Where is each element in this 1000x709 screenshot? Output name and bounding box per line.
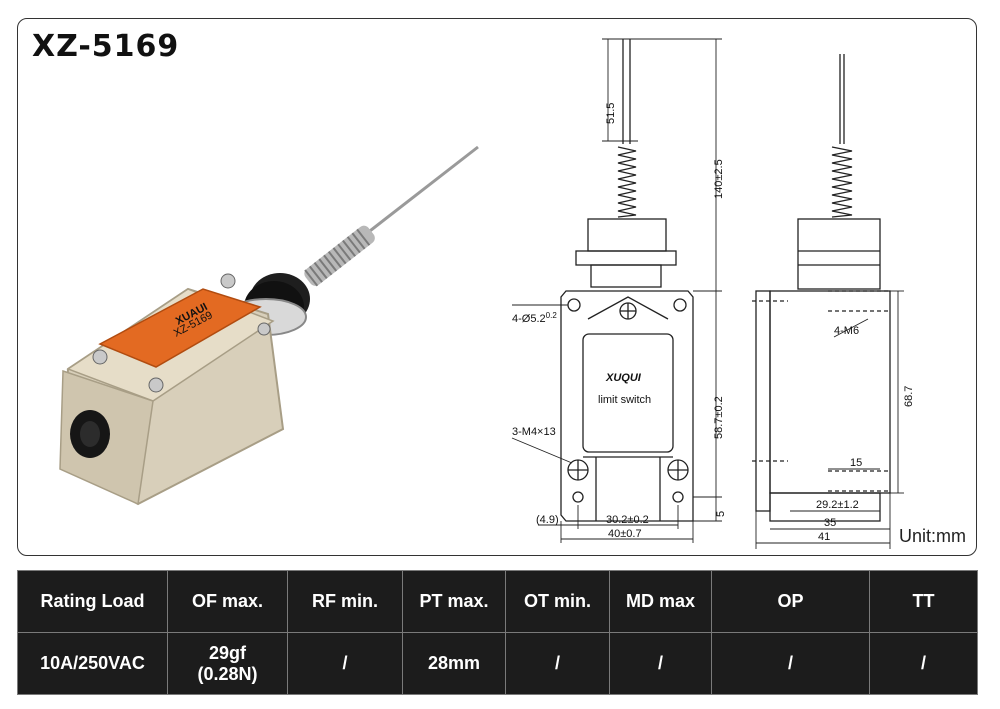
header-md-max: MD max: [609, 570, 712, 633]
technical-drawing: 51.5 140±2.5 58.7±0.2 5 4-Ø5.20.2 3-M4×1…: [511, 38, 915, 549]
dim-total-height: 140±2.5: [713, 159, 725, 199]
value-of-max: 29gf (0.28N): [167, 632, 288, 695]
dim-bottom: 5: [715, 511, 727, 517]
value-of-max-n: (0.28N): [197, 663, 258, 684]
value-tt: /: [869, 632, 978, 695]
value-of-max-gf: 29gf: [208, 642, 246, 663]
header-of-max: OF max.: [167, 570, 288, 633]
dim-rod-length: 51.5: [605, 103, 617, 124]
value-md-max: /: [609, 632, 712, 695]
dim-side-height: 68.7: [903, 386, 915, 407]
header-rating-load: Rating Load: [17, 570, 168, 633]
front-brand: XUQUI: [605, 372, 642, 384]
header-op: OP: [711, 570, 870, 633]
header-ot-min: OT min.: [505, 570, 610, 633]
header-pt-max: PT max.: [402, 570, 506, 633]
spec-value-row: 10A/250VAC 29gf (0.28N) / 28mm / / / /: [17, 632, 978, 695]
dim-35: 35: [824, 517, 836, 529]
unit-label: Unit:mm: [899, 526, 966, 546]
dim-screw: 3-M4×13: [512, 426, 556, 438]
front-caption: limit switch: [598, 394, 651, 406]
product-photo: XUAUI XZ-5169: [59, 145, 479, 506]
dim-thread: 4-M6: [834, 325, 859, 337]
value-pt-max: 28mm: [402, 632, 506, 695]
dim-41: 41: [818, 531, 830, 543]
model-title: XZ-5169: [32, 29, 180, 64]
header-tt: TT: [869, 570, 978, 633]
screw-icon: [92, 349, 108, 365]
header-rf-min: RF min.: [287, 570, 403, 633]
dim-outer-width: 40±0.7: [608, 528, 642, 540]
product-panel: XZ-5169 XUAUI: [17, 18, 977, 556]
value-ot-min: /: [505, 632, 610, 695]
screw-icon: [257, 322, 271, 336]
spec-table: Rating Load OF max. RF min. PT max. OT m…: [17, 570, 978, 695]
dim-inner-width: 30.2±0.2: [606, 514, 649, 526]
dim-offset: (4.9): [536, 514, 559, 526]
value-rf-min: /: [287, 632, 403, 695]
value-op: /: [711, 632, 870, 695]
screw-icon: [148, 377, 164, 393]
value-rating-load: 10A/250VAC: [17, 632, 168, 695]
dim-hole: 4-Ø5.20.2: [512, 311, 557, 325]
dim-body-height: 58.7±0.2: [713, 396, 725, 439]
dim-15: 15: [850, 457, 862, 469]
spring-icon: [304, 225, 375, 287]
spec-header-row: Rating Load OF max. RF min. PT max. OT m…: [17, 570, 978, 633]
screw-icon: [220, 273, 236, 289]
dim-29: 29.2±1.2: [816, 499, 859, 511]
